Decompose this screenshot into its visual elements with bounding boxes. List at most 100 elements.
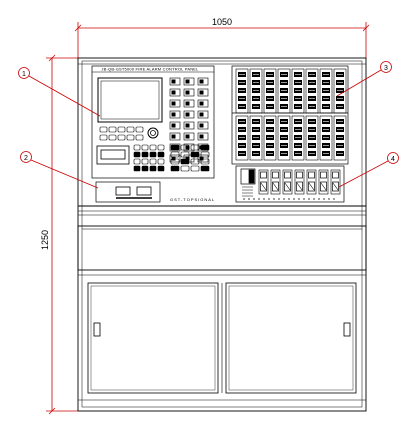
- relay-switch-mark: [284, 182, 291, 191]
- indicator-lamp: [197, 88, 209, 97]
- indicator-lamp-led: [199, 123, 204, 128]
- keypad-key: [141, 158, 149, 165]
- relay-indicator-fill: [248, 169, 255, 184]
- keypad-key: [149, 165, 157, 172]
- keypad-key: [133, 165, 141, 172]
- keypad-key: [157, 158, 165, 165]
- relay-switch-bottom: [320, 181, 327, 192]
- relay-indicator-block: [240, 168, 256, 185]
- relay-switch-bottom: [308, 181, 315, 192]
- relay-switch-top: [320, 171, 327, 179]
- function-key: [135, 134, 144, 141]
- width-tick-left: [74, 24, 82, 32]
- side-key: [190, 151, 200, 158]
- relay-switch-row: [242, 169, 341, 197]
- indicator-lamp-led: [185, 90, 190, 95]
- indicator-lamp: [197, 154, 209, 163]
- relay-switch: [294, 169, 305, 195]
- indicator-lamp: [183, 77, 195, 86]
- module-card: [263, 115, 277, 161]
- relay-switch-mark: [260, 182, 267, 191]
- right-door-inner: [228, 285, 354, 391]
- module-card: [305, 68, 319, 114]
- side-key: [200, 158, 210, 165]
- module-card: [235, 115, 249, 161]
- indicator-lamp-led: [185, 156, 190, 161]
- left-door-handle[interactable]: [93, 322, 101, 337]
- indicator-lamp: [169, 154, 181, 163]
- indicator-lamp: [169, 110, 181, 119]
- callout-1-leader: [28, 75, 101, 117]
- side-key: [190, 165, 200, 172]
- function-key-row: [99, 126, 144, 141]
- indicator-lamp-led: [185, 79, 190, 84]
- cabinet-doors: [87, 282, 357, 394]
- side-key: [170, 165, 180, 172]
- width-tick-right: [362, 24, 370, 32]
- indicator-lamp-led: [171, 134, 176, 139]
- controller-bezel: [91, 65, 215, 179]
- relay-switch-top: [296, 171, 303, 179]
- controller-key-switch-inner: [150, 130, 156, 136]
- indicator-lamp-led: [171, 101, 176, 106]
- indicator-lamp: [183, 99, 195, 108]
- function-key: [126, 126, 135, 133]
- power-unit-meter-2: [136, 186, 152, 196]
- relay-switch-mark: [332, 182, 339, 191]
- function-key: [99, 126, 108, 133]
- callout-4-label: 4: [391, 156, 395, 163]
- height-tick-bottom: [48, 407, 56, 415]
- relay-switch-mark: [272, 182, 279, 191]
- side-control-keys: [170, 144, 210, 172]
- cabinet-body: [77, 57, 367, 412]
- callout-3-leader: [336, 69, 382, 97]
- fire-alarm-controller: JB-QB-GST5000 FIRE ALARM CONTROL PANEL: [91, 65, 215, 179]
- right-door-handle[interactable]: [343, 322, 351, 337]
- relay-switch-top: [260, 171, 267, 179]
- relay-switch-top: [332, 171, 339, 179]
- keypad-key: [157, 165, 165, 172]
- indicator-lamp-led: [171, 90, 176, 95]
- relay-switch-top: [284, 171, 291, 179]
- callout-3-circle: [380, 61, 392, 73]
- keypad-key: [157, 151, 165, 158]
- controller-key-switch: [147, 127, 159, 139]
- indicator-lamp-led: [171, 79, 176, 84]
- height-dimension-label: 1250: [40, 230, 50, 250]
- relay-switch-bottom: [260, 181, 267, 192]
- indicator-lamp-led: [185, 112, 190, 117]
- callout-1-circle: [18, 67, 30, 79]
- indicator-lamp-led: [171, 123, 176, 128]
- function-key: [117, 134, 126, 141]
- function-key: [117, 126, 126, 133]
- indicator-lamp: [197, 132, 209, 141]
- side-key: [190, 158, 200, 165]
- side-key: [170, 144, 180, 151]
- relay-switch-mark: [296, 182, 303, 191]
- module-card: [319, 115, 333, 161]
- side-key: [200, 144, 210, 151]
- controller-lcd-inner: [100, 80, 160, 120]
- indicator-lamp: [169, 132, 181, 141]
- indicator-lamp-led: [199, 101, 204, 106]
- side-key: [180, 144, 190, 151]
- relay-switch-top: [272, 171, 279, 179]
- module-card: [291, 115, 305, 161]
- module-card: [249, 115, 263, 161]
- function-key: [126, 134, 135, 141]
- indicator-lamp: [197, 121, 209, 130]
- keypad-key: [149, 158, 157, 165]
- cabinet-inner-frame: [81, 60, 363, 408]
- module-card: [235, 68, 249, 114]
- callout-markers: [18, 61, 399, 189]
- indicator-lamp: [169, 143, 181, 152]
- indicator-lamp-led: [185, 145, 190, 150]
- relay-switch: [270, 169, 281, 195]
- function-key: [99, 134, 108, 141]
- callout-2-circle: [20, 151, 32, 163]
- relay-switch: [258, 169, 269, 195]
- relay-switch-mark: [320, 182, 327, 191]
- keypad-key: [157, 144, 165, 151]
